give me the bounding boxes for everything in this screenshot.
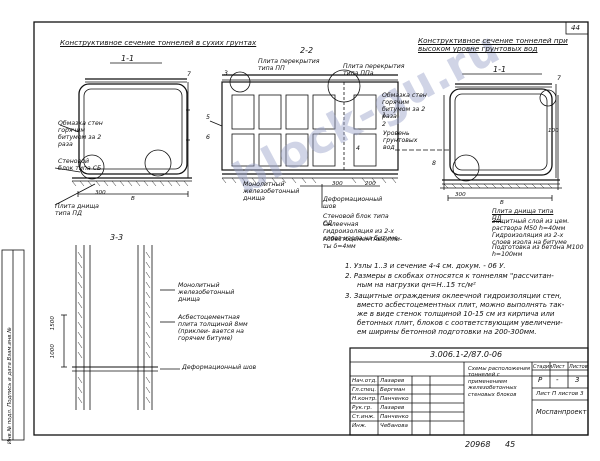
dim-1500: 1500 <box>49 316 56 331</box>
dim-b-left: B <box>131 196 135 202</box>
section-middle-drawing <box>209 69 430 208</box>
section-label-2-2: 2-2 <box>300 46 314 55</box>
name-cell: Лазарев <box>380 405 405 411</box>
callout-1: 1 <box>382 112 386 119</box>
dim-300-left: 300 <box>95 190 106 196</box>
note-line: ным на нагрузки qн=Н..15 тс/м² <box>357 281 476 289</box>
dim-300-mid: 300 <box>332 181 343 187</box>
section-right-hatching <box>443 183 553 189</box>
section-right-drawing <box>430 73 562 201</box>
callout-5: 5 <box>206 114 210 121</box>
name-cell: Бергман <box>380 387 406 393</box>
side-stamp: Инв.№ подл. Подпись и дата Взам.инв.№ <box>7 327 13 444</box>
callout-8: 8 <box>432 160 436 167</box>
label-podgotovka: Подготовка из бетона М100 h=100мм <box>492 244 584 259</box>
role-cell: Рук.гр. <box>352 405 373 411</box>
name-cell: Лазарев <box>380 378 405 384</box>
dim-200: 200 <box>365 181 376 187</box>
stage-label: Стадия <box>533 364 553 370</box>
note-line: 3. Защитные ограждения оклеечной гидроиз… <box>345 292 562 300</box>
page-number-box <box>565 21 589 35</box>
archive-sheet: 45 <box>505 440 516 449</box>
callout-2: 2 <box>382 121 386 128</box>
section-left-hatching <box>71 180 189 187</box>
sheet-frame <box>33 21 589 436</box>
section-middle-hatching <box>221 177 397 184</box>
section-label-1-1-left: 1-1 <box>121 54 135 63</box>
section-plan-drawing <box>61 245 180 410</box>
name-cell: Панченко <box>380 414 409 420</box>
sheets-count: 3 <box>575 376 580 384</box>
doc-code: 3.006.1-2/87.0-06 <box>430 350 503 359</box>
label-zaschitny-sloy: Защитный слой из цем. раствора М50 h=40м… <box>492 218 570 233</box>
callout-3: 3 <box>224 70 228 77</box>
role-cell: Н.контр. <box>352 396 378 402</box>
note-line: 1. Узлы 1..3 и сечение 4-4 см. докум. - … <box>345 262 506 270</box>
label-asbestocement-plity: Асбестоцементные пли- ты δ=4мм <box>323 236 403 251</box>
label-monolit-dnischa: Монолитный железобетонный днища <box>243 181 300 203</box>
note-line: вместо асбестоцементных плит, можно выпо… <box>357 301 565 309</box>
sheet-value: - <box>556 376 559 384</box>
label-plita-dnischa-left: Плита днища типа ПД <box>55 203 99 218</box>
label-obmazka-right: Обмазка стен горячим битумом за 2 раза <box>382 92 427 121</box>
note-line: ем ширины бетонной подготовки на 200-300… <box>357 328 537 336</box>
heading-high-water: Конструктивное сечение тоннелей при высо… <box>418 36 568 54</box>
name-cell: Чебанова <box>380 423 408 429</box>
dim-1000: 1000 <box>49 344 56 359</box>
archive-number: 20968 <box>465 440 491 449</box>
label-asbestocement-plan: Асбестоцементная плита толщиной 8мм (при… <box>178 314 248 343</box>
title-block-grid <box>349 347 589 436</box>
binding-strip <box>1 249 25 441</box>
organization: Моспанпроект <box>536 408 587 416</box>
role-cell: Нач.отд. <box>352 378 378 384</box>
dim-b-right: B <box>500 200 504 206</box>
label-deform-shov-top: Деформационный шов <box>323 196 383 211</box>
label-obmazka-left: Обмазка стен горячим битумом за 2 раза <box>58 120 103 149</box>
doc-title: Схемы расположения тоннелей с применение… <box>468 366 531 398</box>
label-plita-pp: Плита перекрытия типа ПП <box>258 58 320 73</box>
page-number: 44 <box>571 24 580 32</box>
role-cell: Ст.инж. <box>352 414 376 420</box>
callout-4: 4 <box>356 145 360 152</box>
label-plita-ppa: Плита перекрытия типа ППа <box>343 63 405 78</box>
label-plita-dnischa-right: Плита днища типа ПД <box>492 208 554 223</box>
note-line: бетонных плит, блоков с соответствующим … <box>357 319 563 327</box>
dim-100: 100 <box>548 128 559 134</box>
role-cell: Инж. <box>352 423 367 429</box>
section-label-1-1-right: 1-1 <box>493 65 507 74</box>
label-deform-shov-plan: Деформационный шов <box>182 364 257 371</box>
name-cell: Панченко <box>380 396 409 402</box>
note-line: 2. Размеры в скобках относятся к тоннеля… <box>345 272 554 280</box>
dim-300-right: 300 <box>455 192 466 198</box>
note-line: же в виде стенок толщиной 10-15 см из ки… <box>357 310 555 318</box>
label-stenovoy-blok-sb: Стеновой блок типа СБ <box>58 158 102 173</box>
label-oklee-gidro: Оклеечная гидроизоляция из 2-х слоев изо… <box>323 221 398 243</box>
sheet-line: Лист П листов 3 <box>536 391 584 397</box>
sheet-label: Лист <box>552 364 565 370</box>
section-label-3-3: 3-3 <box>110 233 124 242</box>
callout-7: 7 <box>187 71 191 78</box>
label-monolit-dnischa-plan: Монолитный железобетонный днища <box>178 282 235 304</box>
heading-dry-soil: Конструктивное сечение тоннелей в сухих … <box>60 38 257 47</box>
callout-7-right: 7 <box>557 75 561 82</box>
label-uroven-vod: Уровень грунтовых вод <box>383 130 418 152</box>
label-gidroizol-sloi: Гидроизоляция из 2-х слоев изола на биту… <box>492 232 567 247</box>
section-left-drawing <box>54 62 192 206</box>
section-plan-hatching <box>77 251 151 404</box>
stage-value: Р <box>538 376 543 384</box>
callout-6: 6 <box>206 134 210 141</box>
label-stenovoy-blok-sd: Стеновой блок типа СД <box>323 213 389 228</box>
sheets-label: Листов <box>569 364 588 370</box>
role-cell: Гл.спец. <box>352 387 377 393</box>
